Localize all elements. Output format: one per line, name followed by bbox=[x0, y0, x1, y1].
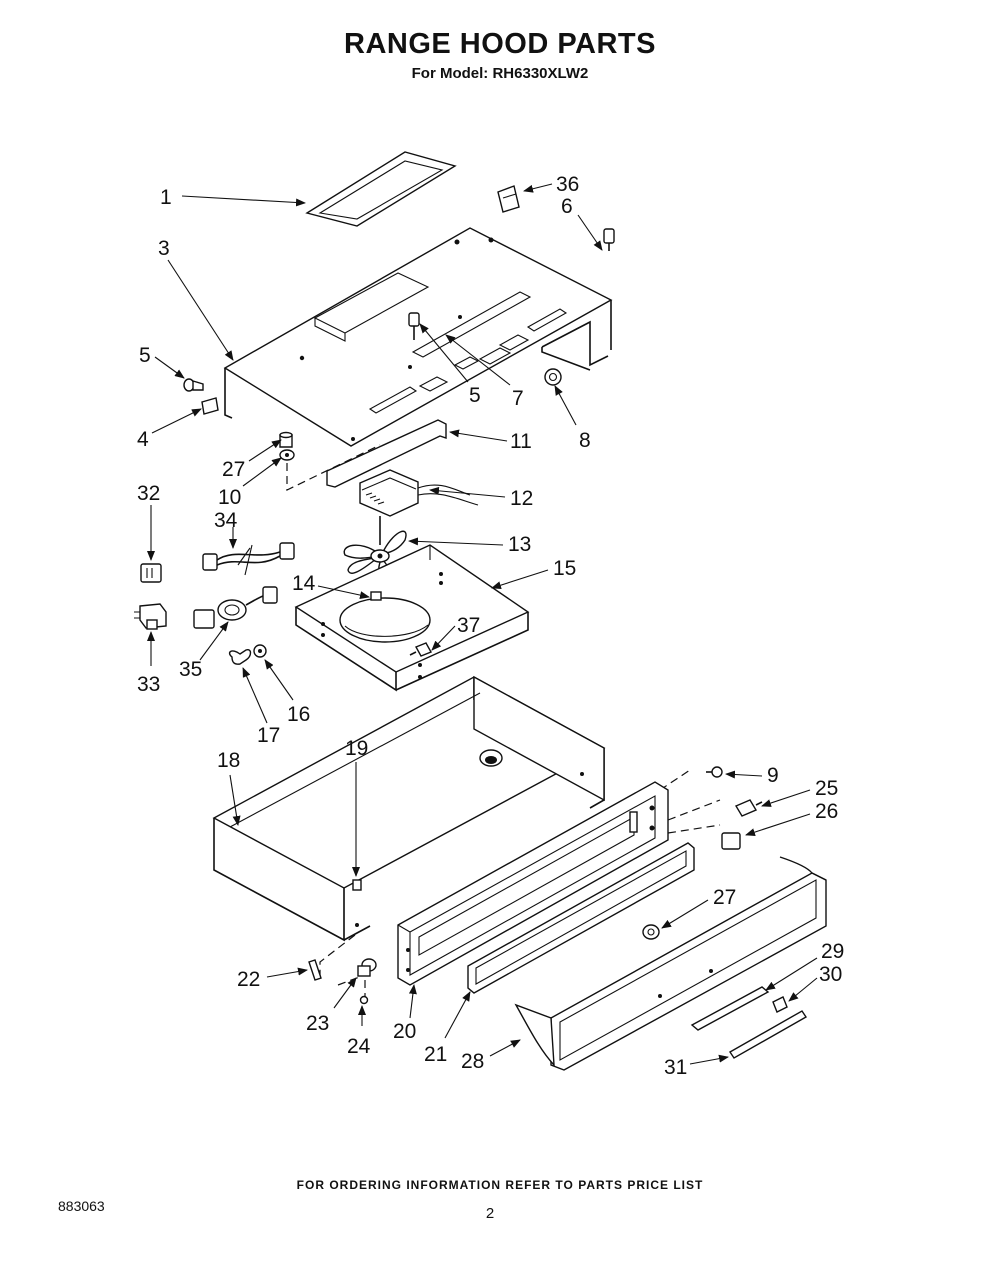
part-28-front-panel bbox=[514, 856, 827, 1071]
callout-13: 13 bbox=[508, 533, 531, 556]
part-5-screw-center bbox=[408, 312, 420, 340]
callout-11: 11 bbox=[510, 430, 532, 453]
callout-14: 14 bbox=[292, 572, 316, 595]
callout-19: 19 bbox=[345, 737, 368, 760]
callout-8: 8 bbox=[579, 429, 591, 452]
callout-4: 4 bbox=[137, 428, 149, 451]
part-12-motor bbox=[359, 469, 479, 545]
callout-5-left: 5 bbox=[139, 344, 151, 367]
callout-15: 15 bbox=[553, 557, 576, 580]
part-9-screw bbox=[706, 766, 723, 778]
callout-3: 3 bbox=[158, 237, 170, 260]
part-30-bulb bbox=[772, 996, 788, 1013]
callout-36: 36 bbox=[556, 173, 579, 196]
callout-7: 7 bbox=[512, 387, 524, 410]
part-17-wing-nut bbox=[228, 648, 252, 665]
callout-6: 6 bbox=[561, 195, 573, 218]
part-24-screw bbox=[359, 995, 369, 1005]
callout-35: 35 bbox=[179, 658, 202, 681]
callout-30: 30 bbox=[819, 963, 842, 986]
callout-21: 21 bbox=[424, 1043, 447, 1066]
part-11-bracket bbox=[326, 419, 447, 488]
part-18-hood-body bbox=[212, 675, 606, 942]
part-22-pin bbox=[308, 959, 322, 981]
part-32-switch-knob bbox=[140, 563, 162, 583]
model-subtitle: For Model: RH6330XLW2 bbox=[411, 65, 589, 82]
part-20-front-frame bbox=[397, 781, 669, 986]
part-37-screw bbox=[409, 642, 432, 657]
part-3-top-housing bbox=[223, 227, 613, 447]
callout-9: 9 bbox=[767, 764, 779, 787]
callout-12: 12 bbox=[510, 487, 533, 510]
callout-28: 28 bbox=[461, 1050, 484, 1073]
leader-lines bbox=[147, 183, 818, 1065]
part-27-grommet-upper bbox=[279, 431, 293, 448]
part-14-hub bbox=[370, 591, 382, 601]
part-8-nut bbox=[544, 368, 562, 386]
part-21-filter-panel bbox=[467, 842, 695, 994]
callout-18: 18 bbox=[217, 749, 240, 772]
part-36-clip bbox=[497, 185, 520, 213]
callout-22: 22 bbox=[237, 968, 260, 991]
page-title: RANGE HOOD PARTS bbox=[344, 28, 656, 60]
callout-17: 17 bbox=[257, 724, 280, 747]
document-number: 883063 bbox=[58, 1198, 105, 1214]
callout-34: 34 bbox=[214, 509, 238, 532]
callout-27-upper: 27 bbox=[222, 458, 245, 481]
callout-27-lower: 27 bbox=[713, 886, 736, 909]
callout-37: 37 bbox=[457, 614, 480, 637]
part-23-socket bbox=[357, 958, 377, 977]
callout-31: 31 bbox=[664, 1056, 687, 1079]
callout-29: 29 bbox=[821, 940, 844, 963]
part-15-blower-tray bbox=[294, 544, 530, 692]
callout-labels: 1 36 6 3 5 5 7 8 4 11 27 10 12 32 34 13 … bbox=[137, 173, 844, 1079]
part-26-switch bbox=[721, 832, 741, 850]
part-29-light-lens bbox=[690, 986, 770, 1031]
part-13-fan-blade bbox=[343, 530, 407, 591]
callout-1: 1 bbox=[160, 186, 172, 209]
part-25-socket bbox=[734, 799, 763, 817]
part-31-trim-strip bbox=[729, 1010, 807, 1059]
part-16-washer bbox=[253, 644, 267, 658]
part-10-nut bbox=[279, 449, 295, 461]
callout-32: 32 bbox=[137, 482, 160, 505]
callout-20: 20 bbox=[393, 1020, 416, 1043]
callout-16: 16 bbox=[287, 703, 310, 726]
callout-26: 26 bbox=[815, 800, 838, 823]
part-1-top-plate bbox=[305, 151, 457, 227]
callout-5-center: 5 bbox=[469, 384, 481, 407]
callout-23: 23 bbox=[306, 1012, 329, 1035]
part-34-wire-harness bbox=[202, 542, 295, 576]
callout-24: 24 bbox=[347, 1035, 371, 1058]
page-number: 2 bbox=[485, 1205, 495, 1222]
part-5-screw-left bbox=[183, 378, 204, 392]
callout-33: 33 bbox=[137, 673, 160, 696]
part-33-switch bbox=[134, 603, 167, 630]
part-27-grommet-lower bbox=[642, 924, 660, 940]
part-6-screw bbox=[603, 228, 615, 251]
callout-10: 10 bbox=[218, 486, 241, 509]
ordering-note: FOR ORDERING INFORMATION REFER TO PARTS … bbox=[296, 1178, 704, 1192]
part-4-clip bbox=[201, 397, 219, 415]
part-35-light-socket bbox=[193, 586, 278, 629]
callout-25: 25 bbox=[815, 777, 838, 800]
